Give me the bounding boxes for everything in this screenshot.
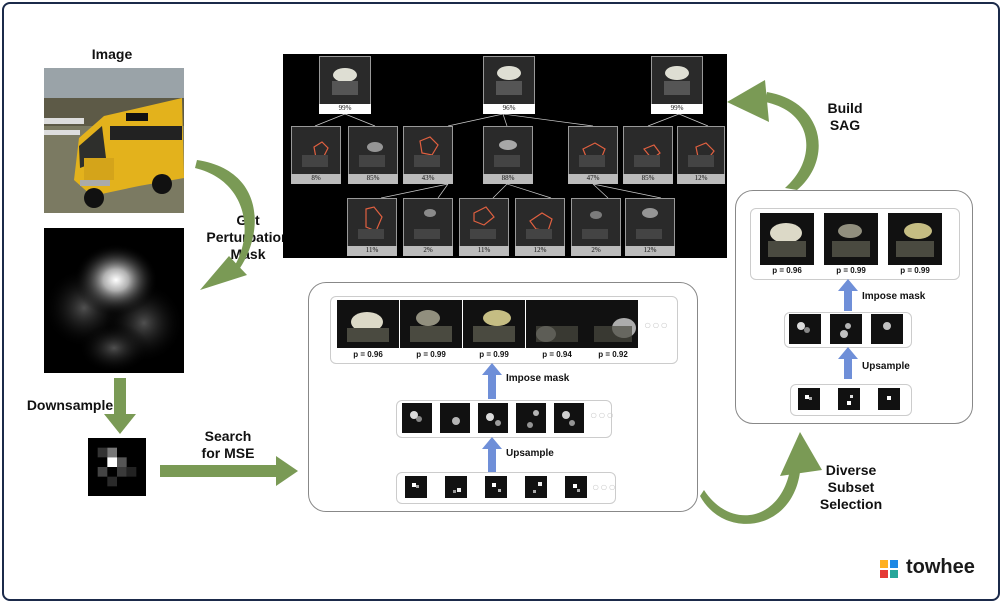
upsampled-mask xyxy=(478,403,508,433)
sag-node xyxy=(571,198,621,248)
downsample-label: Downsample xyxy=(26,397,114,413)
towhee-logo-icon xyxy=(880,560,898,578)
perturbation-mask-image xyxy=(44,228,184,373)
diverse-subset-selection-label: Diverse Subset Selection xyxy=(819,462,883,512)
upsample-label: Upsample xyxy=(506,448,554,459)
probability-label: p = 0.92 xyxy=(598,350,628,359)
sag-node xyxy=(483,126,533,176)
search-arrow-icon xyxy=(160,456,298,486)
impose-mask-label: Impose mask xyxy=(506,373,570,384)
impose-mask-arrow-icon xyxy=(838,279,858,311)
masked-bus-thumbnail xyxy=(888,213,942,265)
masked-bus-thumbnail xyxy=(588,300,638,348)
downsample-arrow-icon xyxy=(104,378,136,434)
build-sag-arrow-icon xyxy=(727,80,819,190)
sag-node-percent: 11% xyxy=(459,246,509,256)
sag-node xyxy=(483,56,535,106)
lowres-mask xyxy=(525,476,547,498)
sag-node-percent: 8% xyxy=(291,174,341,184)
sag-node-percent: 2% xyxy=(403,246,453,256)
sag-node-percent: 99% xyxy=(319,104,371,114)
impose-mask-arrow-icon xyxy=(482,363,502,399)
sag-node-percent: 12% xyxy=(625,246,675,256)
sag-node xyxy=(623,126,673,176)
upsampled-mask xyxy=(871,314,903,344)
upsampled-mask xyxy=(402,403,432,433)
probability-label: p = 0.94 xyxy=(542,350,572,359)
sag-node-percent: 43% xyxy=(403,174,453,184)
sag-node xyxy=(403,198,453,248)
probability-label: p = 0.99 xyxy=(900,266,930,275)
lowres-mask xyxy=(565,476,587,498)
masked-bus-thumbnail xyxy=(526,300,588,348)
lowres-mask xyxy=(485,476,507,498)
build-sag-label: Build SAG xyxy=(827,100,863,133)
probability-label: p = 0.99 xyxy=(479,350,509,359)
diverse-subset-arrow-icon xyxy=(700,432,822,524)
probability-label: p = 0.99 xyxy=(836,266,866,275)
sag-node-percent: 99% xyxy=(651,104,703,114)
curved-arrow-get-mask xyxy=(195,160,255,290)
upsampled-mask xyxy=(554,403,584,433)
masked-bus-thumbnail xyxy=(400,300,462,348)
sag-node xyxy=(515,198,565,248)
masked-bus-thumbnail xyxy=(463,300,525,348)
masked-bus-thumbnail xyxy=(760,213,814,265)
upsample-label: Upsample xyxy=(862,361,910,372)
towhee-logo: towhee xyxy=(878,556,988,582)
sag-node xyxy=(625,198,675,248)
sag-node xyxy=(459,198,509,248)
upsample-arrow-icon xyxy=(482,437,502,473)
more-items-ellipsis: ○○○ xyxy=(590,408,615,422)
upsampled-mask xyxy=(440,403,470,433)
probability-label: p = 0.96 xyxy=(772,266,802,275)
probability-label: p = 0.99 xyxy=(416,350,446,359)
search-for-mse-label: Search for MSE xyxy=(201,428,255,461)
impose-mask-label: Impose mask xyxy=(862,291,926,302)
more-items-ellipsis: ○○○ xyxy=(644,318,669,332)
upsampled-mask xyxy=(789,314,821,344)
upsample-arrow-icon xyxy=(838,347,858,379)
sag-edges xyxy=(314,113,709,199)
sag-panel: 99% 96% 99% 8% 85% 43% 88% 47% 85% 12% 1… xyxy=(283,54,727,258)
sag-node-percent: 11% xyxy=(347,246,397,256)
sag-node-percent: 2% xyxy=(571,246,621,256)
lowres-mask xyxy=(405,476,427,498)
sag-node-percent: 12% xyxy=(515,246,565,256)
sag-node xyxy=(403,126,453,176)
masked-bus-thumbnail xyxy=(337,300,399,348)
lowres-mask xyxy=(838,388,860,410)
lowres-mask xyxy=(878,388,900,410)
sag-node-percent: 12% xyxy=(677,174,725,184)
masked-bus-thumbnail xyxy=(824,213,878,265)
sag-node xyxy=(291,126,341,176)
lowres-mask xyxy=(445,476,467,498)
more-items-ellipsis: ○○○ xyxy=(592,480,617,494)
sag-node xyxy=(319,56,371,106)
image-label: Image xyxy=(91,46,133,62)
sag-node xyxy=(651,56,703,106)
upsampled-mask xyxy=(830,314,862,344)
sag-node xyxy=(348,126,398,176)
input-image xyxy=(44,68,184,213)
sag-node-percent: 47% xyxy=(568,174,618,184)
lowres-mask xyxy=(798,388,820,410)
sag-node xyxy=(568,126,618,176)
downsampled-mask-image xyxy=(88,438,146,496)
sag-node xyxy=(677,126,725,176)
sag-node-percent: 96% xyxy=(483,104,535,114)
probability-label: p = 0.96 xyxy=(353,350,383,359)
sag-node xyxy=(347,198,397,248)
sag-node-percent: 88% xyxy=(483,174,533,184)
sag-node-percent: 85% xyxy=(623,174,673,184)
upsampled-mask xyxy=(516,403,546,433)
brand-name: towhee xyxy=(906,556,975,578)
sag-node-percent: 85% xyxy=(348,174,398,184)
